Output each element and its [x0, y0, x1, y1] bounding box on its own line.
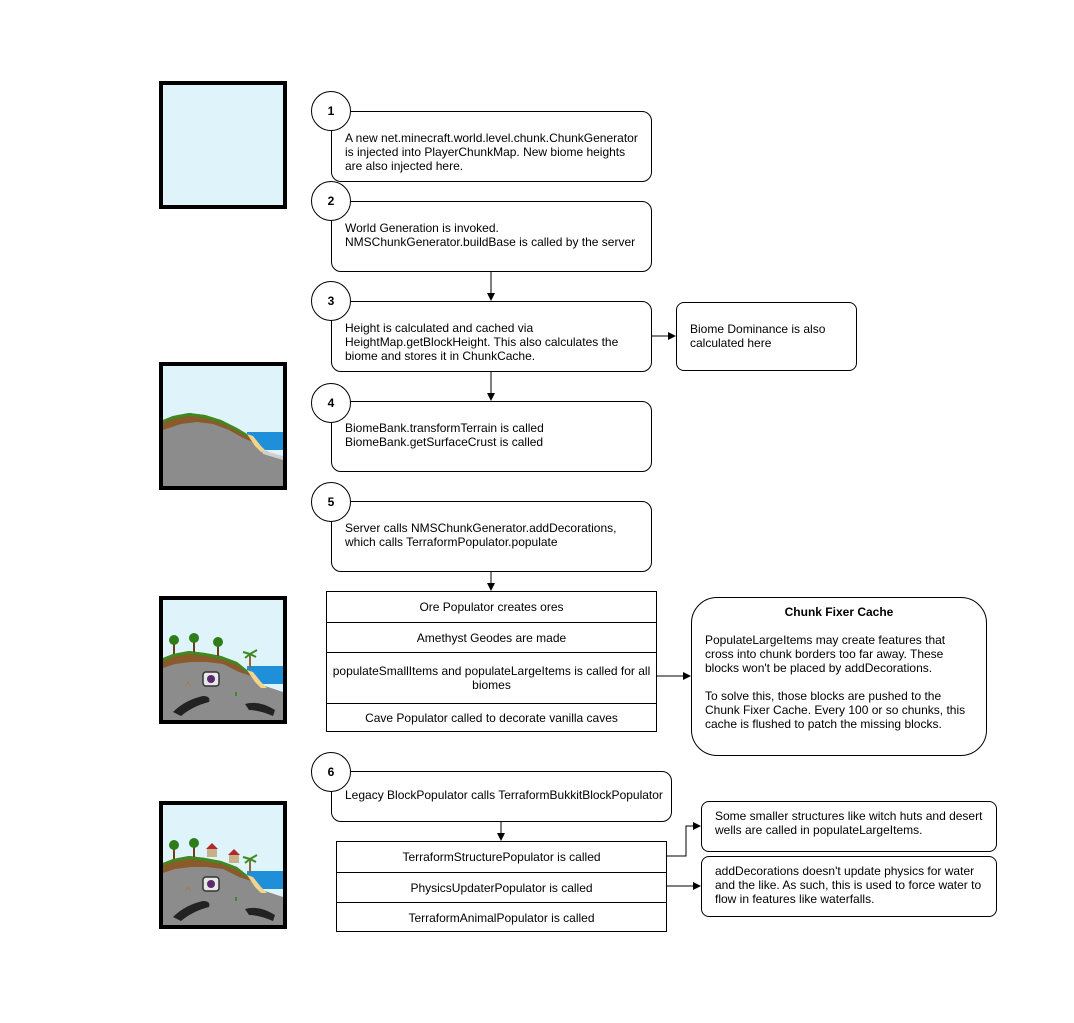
thumbnail-decorated-terrain — [159, 596, 287, 724]
physics-note-line: flow in features like waterfalls. — [715, 892, 875, 906]
cache-line: PopulateLargeItems may create features t… — [705, 633, 946, 647]
thumbnail-structures-terrain — [159, 801, 287, 929]
step-6-line: Legacy BlockPopulator calls TerraformBuk… — [345, 788, 663, 802]
step-1-line: A new net.minecraft.world.level.chunk.Ch… — [345, 131, 638, 145]
biome-dominance-note: Biome Dominance is also calculated here — [676, 302, 857, 371]
thumbnail-empty-chunk — [159, 81, 287, 209]
step-3-box: Height is calculated and cached via Heig… — [331, 301, 652, 372]
physics-note-line: addDecorations doesn't update physics fo… — [715, 864, 975, 878]
biome-note-line: calculated here — [690, 336, 772, 350]
step-4-line: BiomeBank.getSurfaceCrust is called — [345, 435, 544, 449]
physics-note-line: and the like. As such, this is used to f… — [715, 878, 982, 892]
bukkit-populator-list: TerraformStructurePopulator is called Ph… — [336, 841, 667, 932]
structure-note: Some smaller structures like witch huts … — [701, 801, 997, 852]
populator-list: Ore Populator creates ores Amethyst Geod… — [326, 591, 657, 732]
step-2-box: World Generation is invoked. NMSChunkGen… — [331, 201, 652, 272]
cache-line: cache is flushed to patch the missing bl… — [705, 717, 942, 731]
arrow-structure-to-note — [666, 822, 701, 857]
physics-note: addDecorations doesn't update physics fo… — [701, 856, 997, 917]
step-1-box: A new net.minecraft.world.level.chunk.Ch… — [331, 111, 652, 182]
step-5-line: which calls TerraformPopulator.populate — [345, 535, 558, 549]
bukkit-populator-item: PhysicsUpdaterPopulator is called — [337, 872, 666, 902]
step-1-number: 1 — [311, 91, 351, 131]
step-2-number: 2 — [311, 181, 351, 221]
step-4-box: BiomeBank.transformTerrain is called Bio… — [331, 401, 652, 472]
cache-line: To solve this, those blocks are pushed t… — [705, 689, 942, 703]
populator-item: Cave Populator called to decorate vanill… — [327, 703, 656, 732]
step-3-line: biome and stores it in ChunkCache. — [345, 349, 536, 363]
step-2-line: NMSChunkGenerator.buildBase is called by… — [345, 235, 636, 249]
bukkit-populator-item: TerraformStructurePopulator is called — [402, 850, 601, 864]
step-5-line: Server calls NMSChunkGenerator.addDecora… — [345, 521, 617, 535]
cache-line: blocks won't be placed by addDecorations… — [705, 661, 933, 675]
step-3-number: 3 — [311, 281, 351, 321]
chunk-fixer-cache-title: Chunk Fixer Cache — [784, 605, 894, 619]
chunk-fixer-cache-box: Chunk Fixer Cache PopulateLargeItems may… — [691, 597, 987, 756]
structure-note-line: wells are called in populateLargeItems. — [715, 823, 923, 837]
thumbnail-terrain-shaped — [159, 362, 287, 490]
step-3-line: Height is calculated and cached via — [345, 321, 534, 335]
structure-note-line: Some smaller structures like witch huts … — [715, 809, 983, 823]
bukkit-populator-item: TerraformAnimalPopulator is called — [337, 902, 666, 932]
step-1-line: is injected into PlayerChunkMap. New bio… — [345, 145, 626, 159]
cache-line: Chunk Fixer Cache. Every 100 or so chunk… — [705, 703, 966, 717]
step-6-number: 6 — [311, 752, 351, 792]
step-5-box: Server calls NMSChunkGenerator.addDecora… — [331, 501, 652, 572]
step-3-line: HeightMap.getBlockHeight. This also calc… — [345, 335, 619, 349]
populator-item: Ore Populator creates ores — [419, 600, 564, 614]
step-5-number: 5 — [311, 482, 351, 522]
cache-line: cross into chunk borders too far away. T… — [705, 647, 944, 661]
step-4-line: BiomeBank.transformTerrain is called — [345, 421, 544, 435]
step-4-number: 4 — [311, 383, 351, 423]
step-6-box: Legacy BlockPopulator calls TerraformBuk… — [331, 771, 672, 822]
biome-note-line: Biome Dominance is also — [690, 322, 826, 336]
populator-item: Amethyst Geodes are made — [327, 622, 656, 652]
step-1-line: are also injected here. — [345, 159, 464, 173]
populator-item: populateSmallItems and populateLargeItem… — [327, 652, 656, 703]
step-2-line: World Generation is invoked. — [345, 221, 499, 235]
